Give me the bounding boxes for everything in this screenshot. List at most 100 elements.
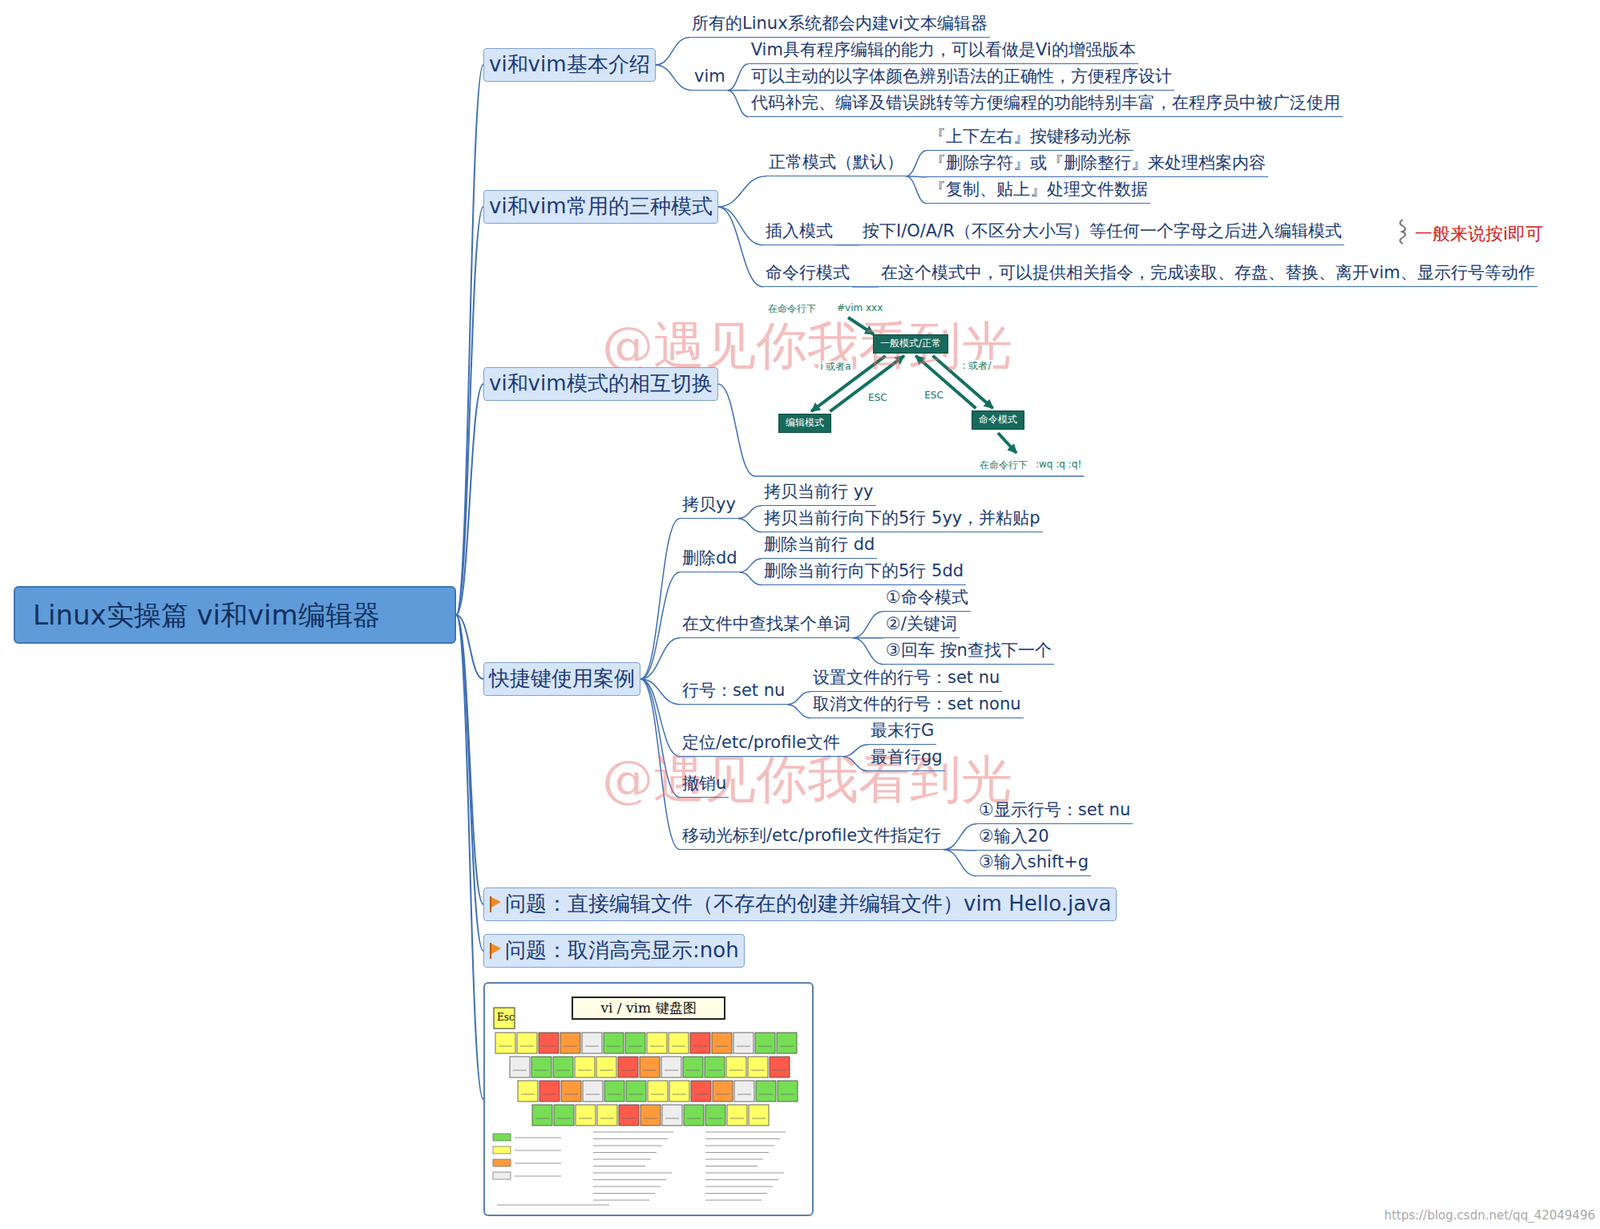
branch-connector: [943, 824, 977, 850]
key: [662, 1104, 683, 1126]
key: [755, 1080, 776, 1102]
node-text: 在这个模式中，可以提供相关指令，完成读取、存盘、替换、离开vim、显示行号等动作: [880, 262, 1536, 283]
fine-text: [705, 1186, 773, 1188]
key: [625, 1032, 646, 1054]
fine-text: [593, 1145, 663, 1147]
fine-text: [593, 1131, 674, 1133]
branch-connector: [739, 572, 762, 586]
key: [509, 1056, 530, 1078]
key-mark: [715, 1094, 730, 1095]
fine-text: [514, 1137, 562, 1139]
key-mark: [542, 1094, 557, 1095]
branch-connector: [456, 206, 484, 615]
fine-text: [514, 1163, 562, 1164]
node-text: 最末行G: [870, 720, 934, 740]
fine-text: [593, 1179, 667, 1180]
node-text: 删除当前行 dd: [763, 534, 875, 554]
key: [618, 1104, 639, 1126]
key: [538, 1032, 559, 1054]
flag-icon: [488, 941, 502, 960]
leaf-topic: 拷贝yy: [679, 492, 739, 518]
branch-connector: [456, 383, 484, 615]
branch-connector: [727, 90, 749, 118]
key: [640, 1104, 661, 1126]
key-mark: [715, 1046, 729, 1047]
node-text: 编辑模式: [785, 416, 825, 429]
key-mark: [535, 1118, 550, 1120]
leaf-topic: 撤销u: [679, 771, 729, 797]
fine-text: [496, 1204, 610, 1206]
key: [647, 1080, 668, 1102]
key-mark: [607, 1094, 622, 1095]
leaf-topic: ①命令模式: [883, 585, 971, 611]
key-mark: [541, 1046, 556, 1047]
fine-text: [514, 1150, 562, 1152]
key: [582, 1080, 603, 1102]
node-text: 代码补完、编译及错误跳转等方便编程的功能特别丰富，在程序员中被广泛使用: [751, 92, 1341, 113]
branch-topic: vi和vim模式的相互切换: [483, 367, 719, 401]
key: [517, 1032, 538, 1054]
key-mark: [564, 1094, 578, 1095]
key: [712, 1080, 733, 1102]
key: [604, 1080, 625, 1102]
node-text: 所有的Linux系统都会内建vi文本编辑器: [691, 13, 988, 33]
branch-connector: [718, 176, 767, 207]
branch-connector: [727, 64, 749, 91]
branch-connector: [943, 849, 977, 877]
branch-connector: [852, 286, 879, 288]
key: [574, 1056, 595, 1078]
key-mark: [521, 1094, 535, 1095]
leaf-topic: ③输入shift+g: [976, 850, 1091, 876]
node-text: 问题：直接编辑文件（不存在的创建并编辑文件）vim Hello.java: [505, 890, 1112, 918]
mode-note: 在命令行下: [979, 458, 1028, 473]
leaf-topic: 所有的Linux系统都会内建vi文本编辑器: [689, 12, 990, 37]
node-text: 『复制、贴上』处理文件数据: [929, 179, 1148, 199]
key-mark: [563, 1046, 578, 1047]
key-mark: [578, 1118, 593, 1120]
key-mark: [520, 1046, 534, 1047]
fine-text: [593, 1165, 646, 1167]
key-mark: [498, 1046, 513, 1047]
key: [734, 1080, 755, 1102]
leaf-topic: 删除dd: [679, 546, 740, 572]
key: [493, 1007, 515, 1029]
command-text: #vim xxx: [836, 302, 883, 314]
leaf-topic: 代码补完、编译及错误跳转等方便编程的功能特别丰富，在程序员中被广泛使用: [748, 91, 1343, 117]
leaf-topic: 『上下左右』按键移动光标: [926, 125, 1134, 150]
fine-text: [593, 1159, 651, 1160]
key: [690, 1032, 711, 1054]
key-mark: [686, 1118, 701, 1120]
fine-text: [705, 1165, 758, 1167]
branch-connector: [905, 176, 927, 204]
node-text: 设置文件的行号：set nu: [812, 667, 1000, 687]
node-text: ①命令模式: [885, 587, 969, 607]
branch-connector: [456, 614, 484, 1099]
key-mark: [650, 1046, 664, 1047]
branch-connector: [456, 64, 484, 615]
key: [682, 1056, 704, 1078]
key-mark: [556, 1070, 570, 1071]
key-mark: [622, 1118, 636, 1120]
node-text: 拷贝yy: [682, 494, 736, 514]
key-mark: [600, 1118, 615, 1120]
node-text: 『上下左右』按键移动光标: [929, 126, 1132, 146]
leaf-topic: 在文件中查找某个单词: [679, 612, 853, 638]
fine-text: [593, 1186, 661, 1188]
key-mark: [643, 1118, 658, 1120]
leader-line: [718, 383, 756, 477]
key: [596, 1056, 617, 1078]
command-text: :wq :q :q!: [1035, 458, 1082, 470]
node-text: 正常模式（默认）: [768, 152, 904, 172]
key-mark: [599, 1070, 614, 1071]
fine-text: [705, 1172, 784, 1174]
key-mark: [737, 1094, 752, 1095]
mode-box: 命令模式: [971, 410, 1025, 430]
node-text: 拷贝当前行 yy: [763, 481, 874, 502]
key-mark: [758, 1046, 772, 1047]
node-text: Linux实操篇 vi和vim编辑器: [32, 598, 380, 631]
branch-topic: 问题：取消高亮显示:noh: [483, 933, 745, 968]
branch-connector: [640, 638, 680, 679]
key: [639, 1056, 660, 1078]
key: [727, 1104, 748, 1126]
leaf-topic: 删除当前行 dd: [761, 533, 877, 558]
